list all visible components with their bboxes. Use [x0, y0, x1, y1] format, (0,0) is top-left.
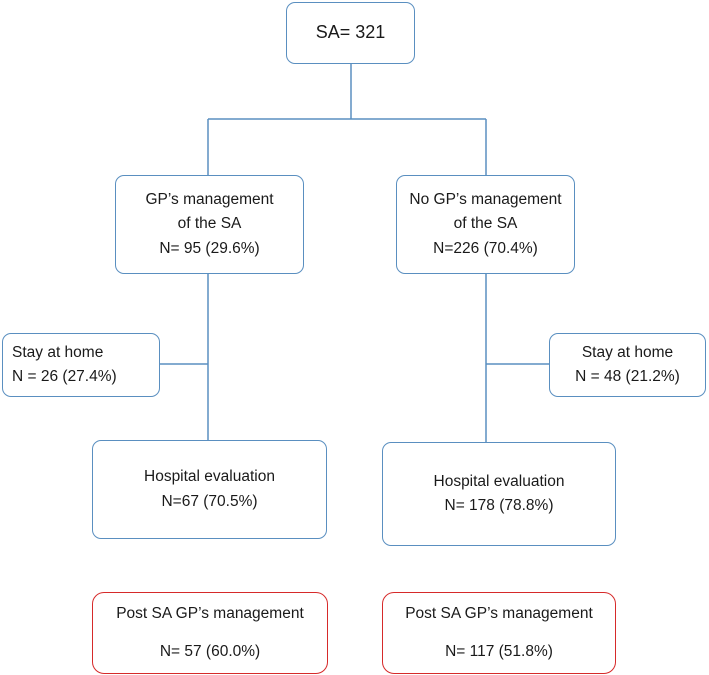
no-gp-management-line2: of the SA [453, 215, 518, 233]
right-hospital-label: Hospital evaluation [433, 472, 565, 490]
gp-management-line1: GP’s management [145, 191, 274, 209]
no-gp-management-count: N=226 (70.4%) [433, 239, 538, 257]
gp-management-count: N= 95 (29.6%) [159, 239, 260, 257]
no-gp-management-line1: No GP’s management [409, 191, 562, 209]
root-node: SA= 321 [286, 2, 415, 64]
left-stay-home-count: N = 26 (27.4%) [12, 368, 117, 385]
left-stay-home-node: Stay at home N = 26 (27.4%) [2, 333, 160, 397]
left-post-sa-node: Post SA GP’s management N= 57 (60.0%) [92, 592, 328, 674]
left-stay-home-label: Stay at home [12, 343, 104, 361]
right-hospital-count: N= 178 (78.8%) [444, 497, 554, 514]
right-post-sa-label: Post SA GP’s management [405, 604, 593, 622]
right-stay-home-count: N = 48 (21.2%) [575, 368, 680, 385]
left-hospital-node: Hospital evaluation N=67 (70.5%) [92, 440, 327, 539]
left-post-sa-label: Post SA GP’s management [116, 604, 304, 622]
no-gp-management-node: No GP’s management of the SA N=226 (70.4… [396, 175, 575, 274]
right-hospital-node: Hospital evaluation N= 178 (78.8%) [382, 442, 616, 546]
gp-management-node: GP’s management of the SA N= 95 (29.6%) [115, 175, 304, 274]
right-post-sa-count: N= 117 (51.8%) [445, 643, 553, 660]
right-post-sa-node: Post SA GP’s management N= 117 (51.8%) [382, 592, 616, 674]
right-stay-home-label: Stay at home [581, 343, 674, 361]
left-post-sa-count: N= 57 (60.0%) [159, 643, 261, 660]
left-hospital-label: Hospital evaluation [144, 468, 275, 486]
root-label: SA= 321 [315, 22, 386, 43]
gp-management-line2: of the SA [177, 215, 242, 233]
right-stay-home-node: Stay at home N = 48 (21.2%) [549, 333, 706, 397]
left-hospital-count: N=67 (70.5%) [161, 492, 258, 510]
